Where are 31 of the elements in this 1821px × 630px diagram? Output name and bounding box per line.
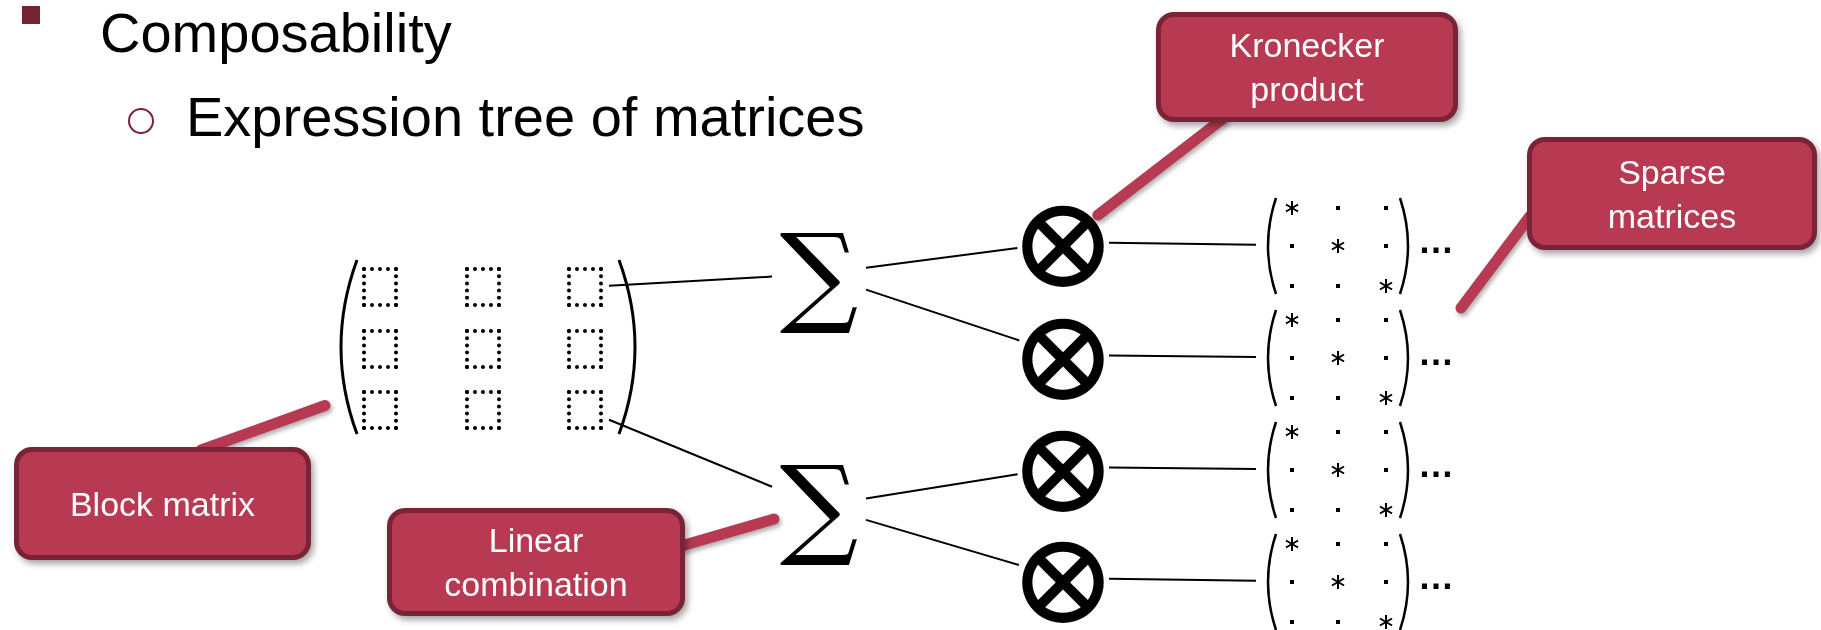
callout-box: Sparse matrices	[1527, 137, 1817, 250]
heading: Composability	[100, 0, 452, 65]
dotted-block	[567, 390, 603, 430]
summation-sign: ∑	[778, 212, 860, 336]
callout-box: Kronecker product	[1156, 12, 1458, 122]
connector-line	[1108, 241, 1257, 246]
summation-sign: ∑	[778, 444, 860, 568]
connector-line	[1108, 354, 1257, 359]
ellipsis: …	[1418, 220, 1454, 262]
connector-line	[1108, 577, 1257, 582]
dotted-block	[567, 329, 603, 369]
dotted-block	[465, 267, 501, 307]
ellipsis: …	[1418, 556, 1454, 598]
ellipsis: …	[1418, 332, 1454, 374]
dotted-block	[567, 267, 603, 307]
connector-line	[865, 518, 1020, 566]
connector-line	[865, 288, 1021, 342]
dotted-block	[362, 390, 398, 430]
ellipsis: …	[1418, 444, 1454, 486]
dotted-block	[465, 390, 501, 430]
connector-line	[1108, 466, 1257, 471]
dotted-block	[465, 329, 501, 369]
connector-line	[865, 247, 1019, 269]
connector-line	[865, 473, 1019, 500]
dotted-block	[362, 329, 398, 369]
callout-box: Block matrix	[14, 447, 311, 560]
connector-line	[608, 275, 773, 287]
connector-line	[608, 418, 773, 488]
callout-box: Linear combination	[387, 508, 685, 616]
dotted-block	[362, 267, 398, 307]
subheading: Expression tree of matrices	[186, 84, 865, 149]
